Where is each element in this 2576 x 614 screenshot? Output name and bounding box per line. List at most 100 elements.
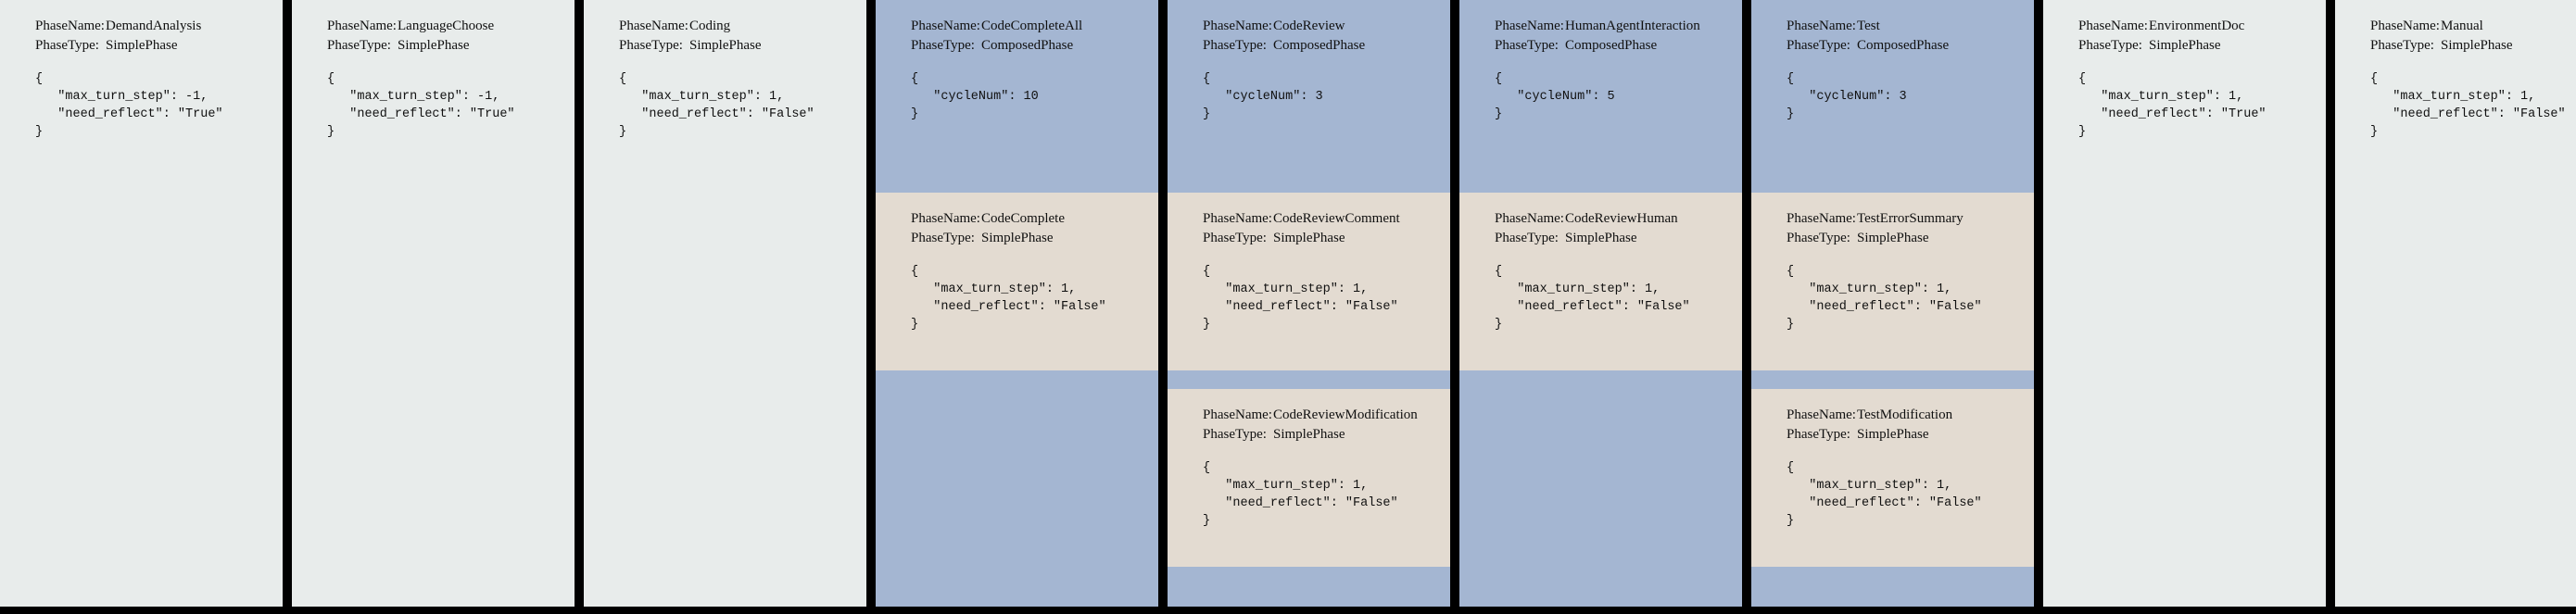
phase-name-row: PhaseName:Coding (619, 17, 846, 36)
phase-name-label: PhaseName: (1203, 407, 1272, 422)
phase-type-label: PhaseType: (1203, 231, 1267, 245)
phase-name-label: PhaseName: (619, 19, 688, 33)
phase-name-value: TestModification (1857, 407, 1953, 422)
phase-name-row: PhaseName:Test (1787, 17, 2014, 36)
phase-type-row: PhaseType: SimplePhase (1787, 425, 2014, 445)
phase-type-label: PhaseType: (911, 38, 975, 53)
phase-name-value: Test (1857, 19, 1880, 33)
phase-name-label: PhaseName: (327, 19, 397, 33)
phase-type-value: SimplePhase (1565, 231, 1637, 245)
phase-name-label: PhaseName: (1495, 19, 1564, 33)
phase-name-value: CodeCompleteAll (981, 19, 1083, 33)
phase-type-label: PhaseType: (1203, 38, 1267, 53)
phase-type-value: SimplePhase (106, 38, 178, 53)
phase-type-value: SimplePhase (1273, 427, 1345, 442)
phase-config-json: { "max_turn_step": 1, "need_reflect": "F… (1787, 265, 1982, 332)
phase-type-value: ComposedPhase (1565, 38, 1658, 53)
phase-type-row: PhaseType:ComposedPhase (1495, 36, 1722, 56)
phase-name-row: PhaseName:CodeReviewComment (1203, 209, 1430, 229)
phase-type-row: PhaseType:SimplePhase (619, 36, 846, 56)
phase-name-row: PhaseName:Manual (2370, 17, 2576, 36)
phase-config-json: { "max_turn_step": 1, "need_reflect": "F… (1203, 265, 1398, 332)
phase-name-value: CodeComplete (981, 211, 1065, 226)
phase-type-label: PhaseType: (1787, 427, 1850, 442)
phase-config-json: { "cycleNum": 10 } (911, 72, 1039, 121)
phase-name-row: PhaseName:CodeReviewHuman (1495, 209, 1722, 229)
phase-type-row: PhaseType:SimplePhase (2370, 36, 2576, 56)
phase-name-label: PhaseName: (911, 19, 980, 33)
phase-name-label: PhaseName: (2370, 19, 2440, 33)
phase-name-row: PhaseName:CodeReview (1203, 17, 1430, 36)
phase-name-value: HumanAgentInteraction (1565, 19, 1700, 33)
phase-type-value: ComposedPhase (1857, 38, 1950, 53)
phase-name-label: PhaseName: (35, 19, 105, 33)
phase-type-label: PhaseType: (1787, 231, 1850, 245)
phase-type-label: PhaseType: (2078, 38, 2142, 53)
phase-type-row: PhaseType: SimplePhase (1495, 229, 1722, 248)
composed-phase-filler (876, 370, 1158, 607)
phase-config-json: { "max_turn_step": 1, "need_reflect": "F… (619, 72, 814, 139)
phase-name-label: PhaseName: (2078, 19, 2148, 33)
phase-config-json: { "max_turn_step": -1, "need_reflect": "… (327, 72, 515, 139)
phase-name-label: PhaseName: (1203, 211, 1272, 226)
phase-type-row: PhaseType: SimplePhase (1787, 229, 2014, 248)
phase-type-label: PhaseType: (1495, 231, 1559, 245)
phase-config-json: { "max_turn_step": 1, "need_reflect": "F… (2370, 72, 2566, 139)
phase-name-value: Coding (689, 19, 731, 33)
phase-type-value: SimplePhase (1857, 231, 1929, 245)
phase-config-json: { "max_turn_step": -1, "need_reflect": "… (35, 72, 223, 139)
phase-type-value: SimplePhase (1857, 427, 1929, 442)
phase-type-label: PhaseType: (35, 38, 99, 53)
phase-type-row: PhaseType: SimplePhase (1203, 229, 1430, 248)
phase-name-value: Manual (2441, 19, 2483, 33)
phase-name-value: CodeReview (1273, 19, 1345, 33)
phase-config-json: { "max_turn_step": 1, "need_reflect": "F… (1203, 461, 1398, 528)
phase-name-value: TestErrorSummary (1857, 211, 1964, 226)
phase-type-value: SimplePhase (2149, 38, 2221, 53)
phase-name-row: PhaseName:EnvironmentDoc (2078, 17, 2305, 36)
phase-name-value: LanguageChoose (398, 19, 495, 33)
phase-config-json: { "cycleNum": 3 } (1787, 72, 1907, 121)
phase-type-row: PhaseType: ComposedPhase (1203, 36, 1430, 56)
phase-config-json: { "max_turn_step": 1, "need_reflect": "F… (911, 265, 1106, 332)
phase-config-json: { "max_turn_step": 1, "need_reflect": "T… (2078, 72, 2267, 139)
phase-type-row: PhaseType:SimplePhase (1203, 425, 1430, 445)
phase-name-row: PhaseName:HumanAgentInteraction (1495, 17, 1722, 36)
phase-name-label: PhaseName: (1787, 19, 1856, 33)
phase-type-value: ComposedPhase (1273, 38, 1366, 53)
phase-name-row: PhaseName:TestModification (1787, 406, 2014, 425)
composed-phase-filler (1168, 567, 1450, 607)
phase-config-json: { "max_turn_step": 1, "need_reflect": "F… (1787, 461, 1982, 528)
phase-name-row: PhaseName:LanguageChoose (327, 17, 554, 36)
composed-phase-filler (1751, 567, 2034, 607)
phase-type-value: SimplePhase (1273, 231, 1345, 245)
phase-name-label: PhaseName: (1203, 19, 1272, 33)
